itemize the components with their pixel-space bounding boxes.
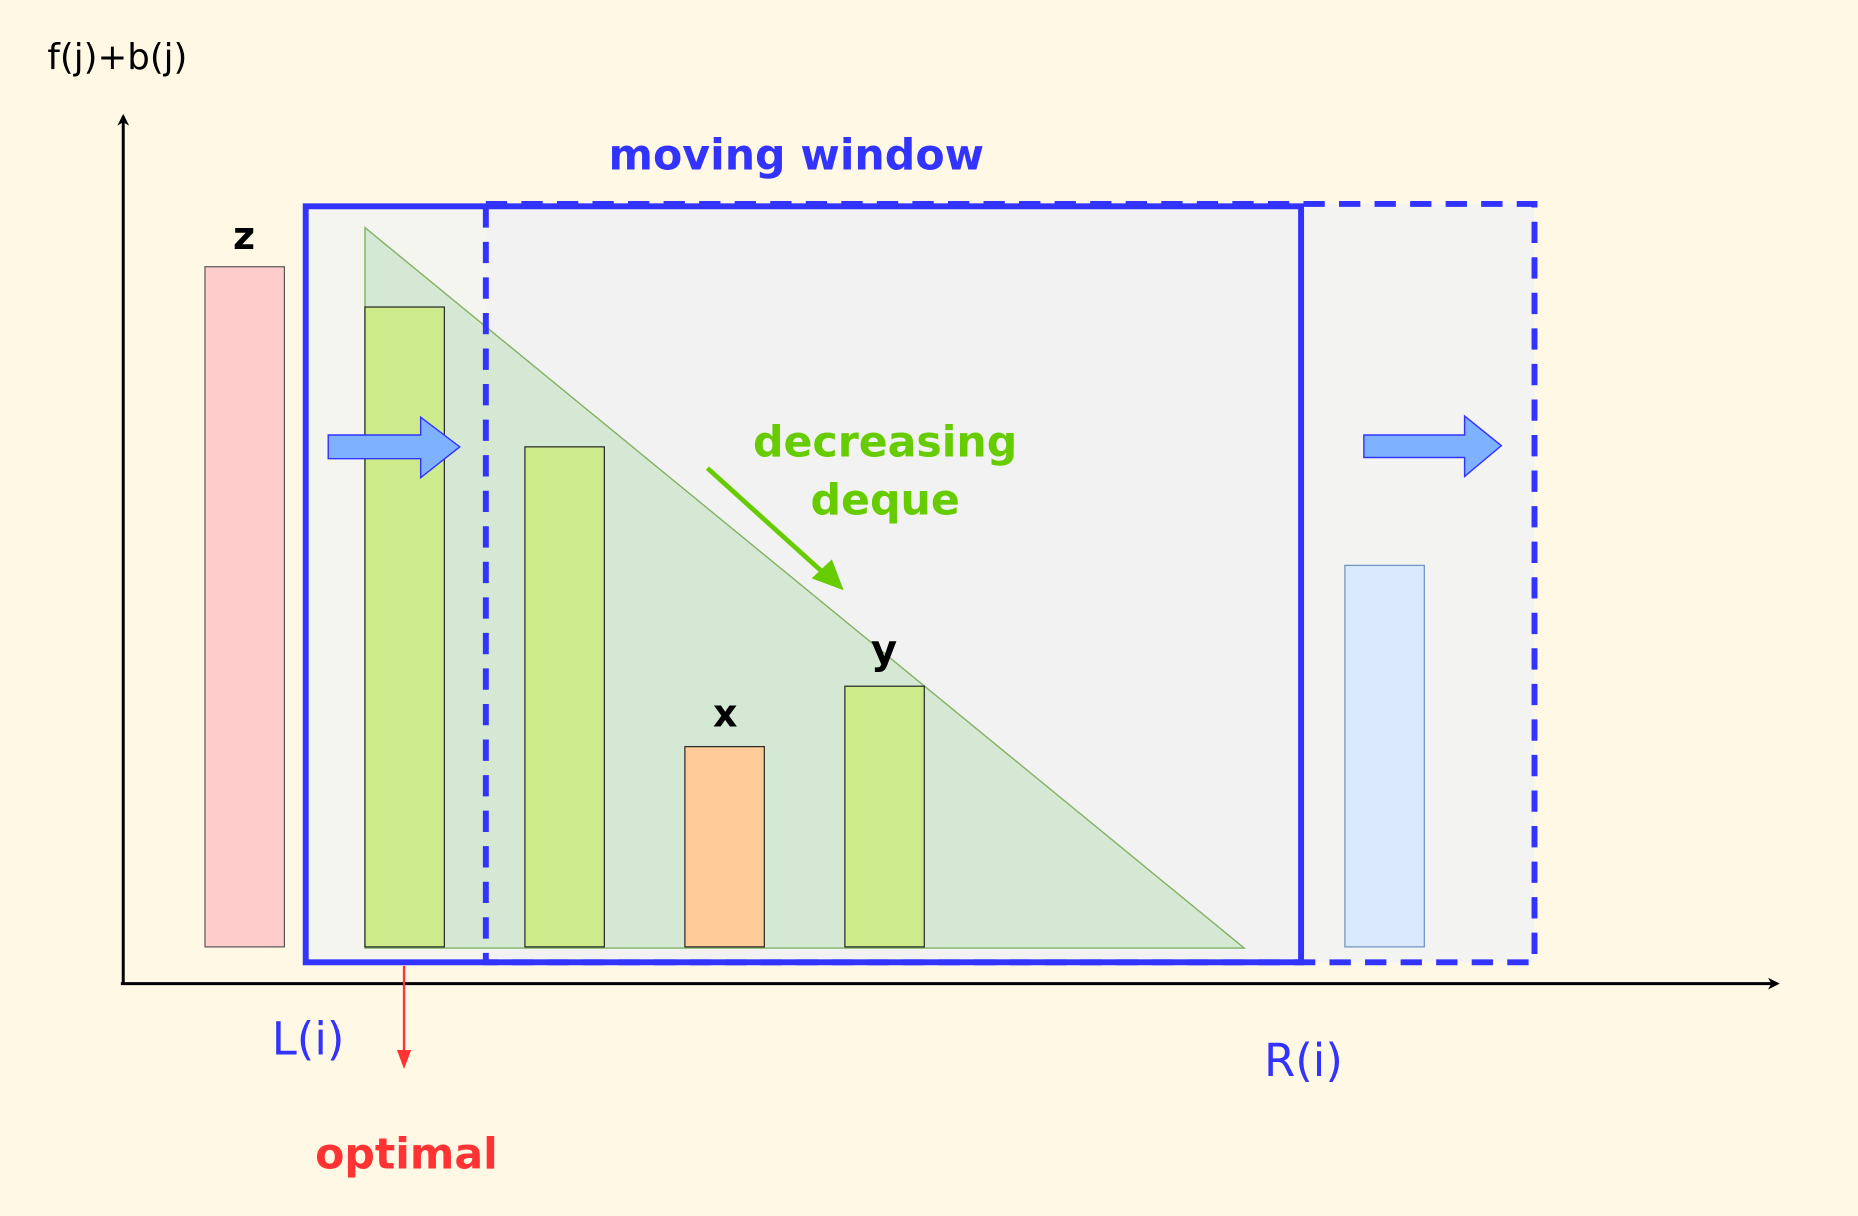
left-bound-label: L(i) bbox=[272, 1013, 345, 1066]
bar-1 bbox=[364, 306, 445, 948]
y-label: y bbox=[871, 628, 897, 674]
y-axis-label: f(j)+b(j) bbox=[47, 37, 187, 78]
right-move-arrow-icon bbox=[1363, 414, 1503, 478]
bar-y bbox=[844, 685, 925, 948]
bar-next bbox=[1344, 564, 1425, 948]
bar-z bbox=[204, 266, 285, 948]
decreasing-arrow-icon bbox=[705, 466, 832, 581]
right-bound-label: R(i) bbox=[1264, 1034, 1343, 1087]
moving-window-label: moving window bbox=[609, 131, 984, 181]
next-window bbox=[482, 200, 1538, 966]
left-move-arrow-icon bbox=[327, 415, 461, 480]
deque-label: deque bbox=[811, 475, 960, 525]
bar-2 bbox=[524, 446, 605, 948]
bar-x bbox=[684, 746, 765, 948]
z-label: z bbox=[233, 214, 255, 258]
decreasing-label: decreasing bbox=[753, 417, 1017, 467]
optimal-label: optimal bbox=[315, 1129, 498, 1179]
x-label: x bbox=[713, 691, 737, 735]
